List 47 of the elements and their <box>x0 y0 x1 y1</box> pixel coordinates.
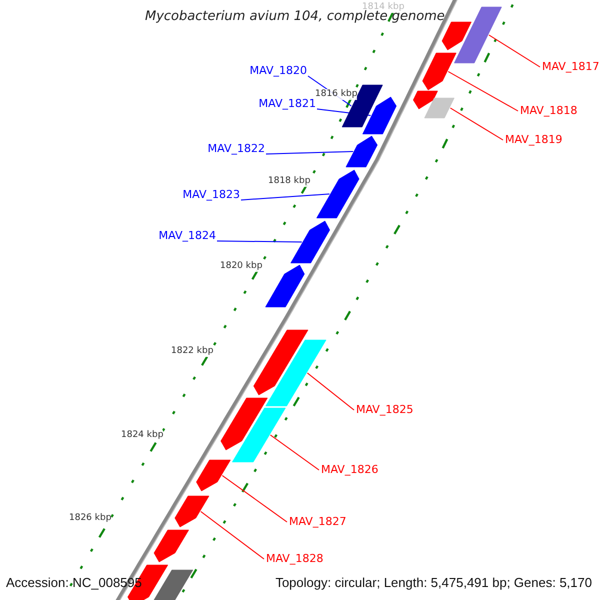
gene-block <box>265 264 305 308</box>
gene-label: MAV_1817 <box>542 60 600 73</box>
leader-line <box>488 34 540 68</box>
scale-label: 1826 kbp <box>69 513 112 524</box>
gene-box <box>232 408 286 462</box>
leader-line <box>450 108 504 140</box>
gene-label: MAV_1824 <box>158 229 216 242</box>
gene-label: MAV_1828 <box>266 552 324 565</box>
gene-label: MAV_1825 <box>356 403 414 416</box>
leader-line <box>266 151 354 154</box>
gene-box <box>454 6 502 64</box>
scale-label: 1822 kbp <box>171 346 214 357</box>
leader-line <box>448 71 518 112</box>
gene-block <box>422 52 456 90</box>
gene-block <box>174 496 210 528</box>
gene-block <box>346 136 378 168</box>
gene-box <box>265 340 326 406</box>
gene-block <box>220 398 268 450</box>
gene-block <box>290 220 330 264</box>
gene-label: MAV_1819 <box>505 133 562 146</box>
gene-block <box>413 90 438 110</box>
gene-block <box>442 22 472 50</box>
gene-block <box>154 530 189 562</box>
scale-label: 1824 kbp <box>121 430 164 441</box>
leader-line <box>306 372 354 410</box>
leader-line <box>240 194 330 200</box>
genome-info-text: Topology: circular; Length: 5,475,491 bp; Genes: 5,170 <box>275 575 592 590</box>
scale-label: 1820 kbp <box>220 261 262 272</box>
gene-label: MAV_1822 <box>208 142 265 155</box>
gene-label: MAV_1826 <box>321 463 378 476</box>
gene-box <box>424 98 454 118</box>
gene-label: MAV_1827 <box>289 515 346 528</box>
gene-label: MAV_1818 <box>520 104 578 117</box>
scale-label: 1816 kbp <box>315 89 358 100</box>
scale-label: 1818 kbp <box>268 176 310 187</box>
gene-block <box>253 330 308 396</box>
gene-label: MAV_1823 <box>182 188 240 201</box>
gene-label: MAV_1821 <box>258 97 316 110</box>
gene-label: MAV_1820 <box>250 64 307 77</box>
leader-line <box>222 475 288 522</box>
leader-line <box>270 434 320 470</box>
gene-block <box>362 96 397 134</box>
gene-box <box>342 84 383 128</box>
leader-line <box>216 240 302 242</box>
leader-line <box>200 511 264 560</box>
gene-block <box>196 460 231 492</box>
gene-block <box>316 170 360 218</box>
